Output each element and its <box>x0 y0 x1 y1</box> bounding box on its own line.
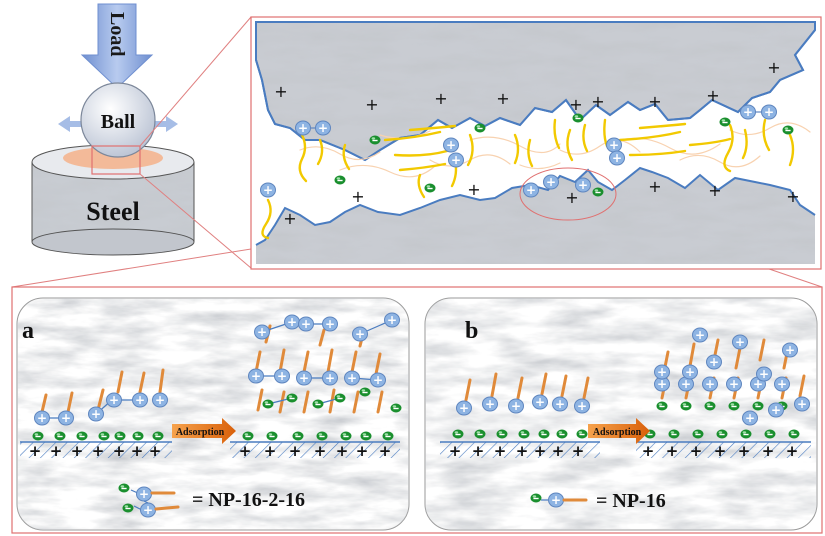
panel-a-legend: = NP-16-2-16 <box>118 483 305 518</box>
svg-text:+: + <box>274 82 287 101</box>
svg-text:+: + <box>767 58 780 77</box>
steel-label: Steel <box>86 197 139 226</box>
load-arrow-icon: Load <box>80 3 154 89</box>
svg-text:+: + <box>92 442 105 460</box>
surface-charges: + + + + + + + + + + + + + + + + <box>274 58 799 228</box>
svg-text:+: + <box>642 442 655 460</box>
svg-text:+: + <box>706 86 719 105</box>
svg-text:+: + <box>714 442 727 460</box>
highlight-ellipse <box>519 167 617 221</box>
svg-text:+: + <box>71 442 84 460</box>
panel-b: b + + + + + + + + + + + + + + <box>424 297 818 531</box>
svg-text:+: + <box>449 442 462 460</box>
adsorption-arrow-icon: Adsorption <box>588 418 650 444</box>
cation-icon <box>295 120 331 136</box>
svg-text:+: + <box>356 442 369 460</box>
svg-text:+: + <box>516 442 529 460</box>
panel-a-arrow-label: Adsorption <box>176 427 225 438</box>
svg-text:+: + <box>113 442 126 460</box>
svg-text:+: + <box>666 442 679 460</box>
svg-text:+: + <box>336 442 349 460</box>
svg-text:+: + <box>591 92 604 111</box>
svg-text:+: + <box>648 92 661 111</box>
panel-b-surfaces <box>440 441 811 458</box>
svg-text:+: + <box>365 95 378 114</box>
ball-icon: Ball <box>80 82 156 158</box>
svg-text:+: + <box>572 442 585 460</box>
svg-text:+: + <box>762 442 775 460</box>
svg-text:+: + <box>569 95 582 114</box>
svg-text:+: + <box>239 442 252 460</box>
svg-text:+: + <box>283 209 296 228</box>
svg-text:+: + <box>472 442 485 460</box>
contact-zone <box>63 147 163 169</box>
lubricant-chains <box>261 118 811 240</box>
panel-b-legend: = NP-16 <box>530 490 666 512</box>
svg-text:+: + <box>648 177 661 196</box>
svg-text:+: + <box>467 180 480 199</box>
svg-text:+: + <box>552 442 565 460</box>
svg-text:+: + <box>434 89 447 108</box>
svg-text:+: + <box>131 442 144 460</box>
load-label: Load <box>106 12 128 56</box>
magnified-contact-panel: + + + + + + + + + + + + + + + + <box>250 16 822 270</box>
panel-b-arrow-label: Adsorption <box>593 427 642 438</box>
ball-on-steel-illustration: Load Steel Ball <box>31 3 195 256</box>
panel-a: a + + + + + + + + + + + + + + <box>16 297 410 531</box>
svg-text:+: + <box>50 442 63 460</box>
svg-text:+: + <box>690 442 703 460</box>
svg-text:+: + <box>738 442 751 460</box>
svg-text:+: + <box>264 442 277 460</box>
panel-a-letter: a <box>22 318 34 344</box>
panel-b-legend-text: = NP-16 <box>596 490 666 512</box>
svg-text:+: + <box>565 188 578 207</box>
svg-text:+: + <box>149 442 162 460</box>
svg-text:+: + <box>494 442 507 460</box>
gap-ions <box>260 104 794 198</box>
panel-a-legend-text: = NP-16-2-16 <box>192 489 305 511</box>
svg-text:+: + <box>351 187 364 206</box>
zoom-box <box>91 145 141 175</box>
svg-text:+: + <box>379 442 392 460</box>
svg-text:+: + <box>534 442 547 460</box>
ball-label: Ball <box>101 111 136 133</box>
panel-b-letter: b <box>465 318 478 344</box>
svg-text:+: + <box>29 442 42 460</box>
svg-text:+: + <box>708 181 721 200</box>
svg-text:+: + <box>786 187 799 206</box>
anion-icon <box>369 135 381 145</box>
panel-a-surfaces <box>20 441 400 458</box>
adsorption-arrow-icon: Adsorption <box>172 418 236 444</box>
steel-cylinder-icon: Steel <box>31 144 195 256</box>
svg-text:+: + <box>314 442 327 460</box>
svg-text:+: + <box>496 89 509 108</box>
svg-text:+: + <box>786 442 799 460</box>
svg-text:+: + <box>289 442 302 460</box>
lateral-arrows-icon <box>58 116 178 132</box>
